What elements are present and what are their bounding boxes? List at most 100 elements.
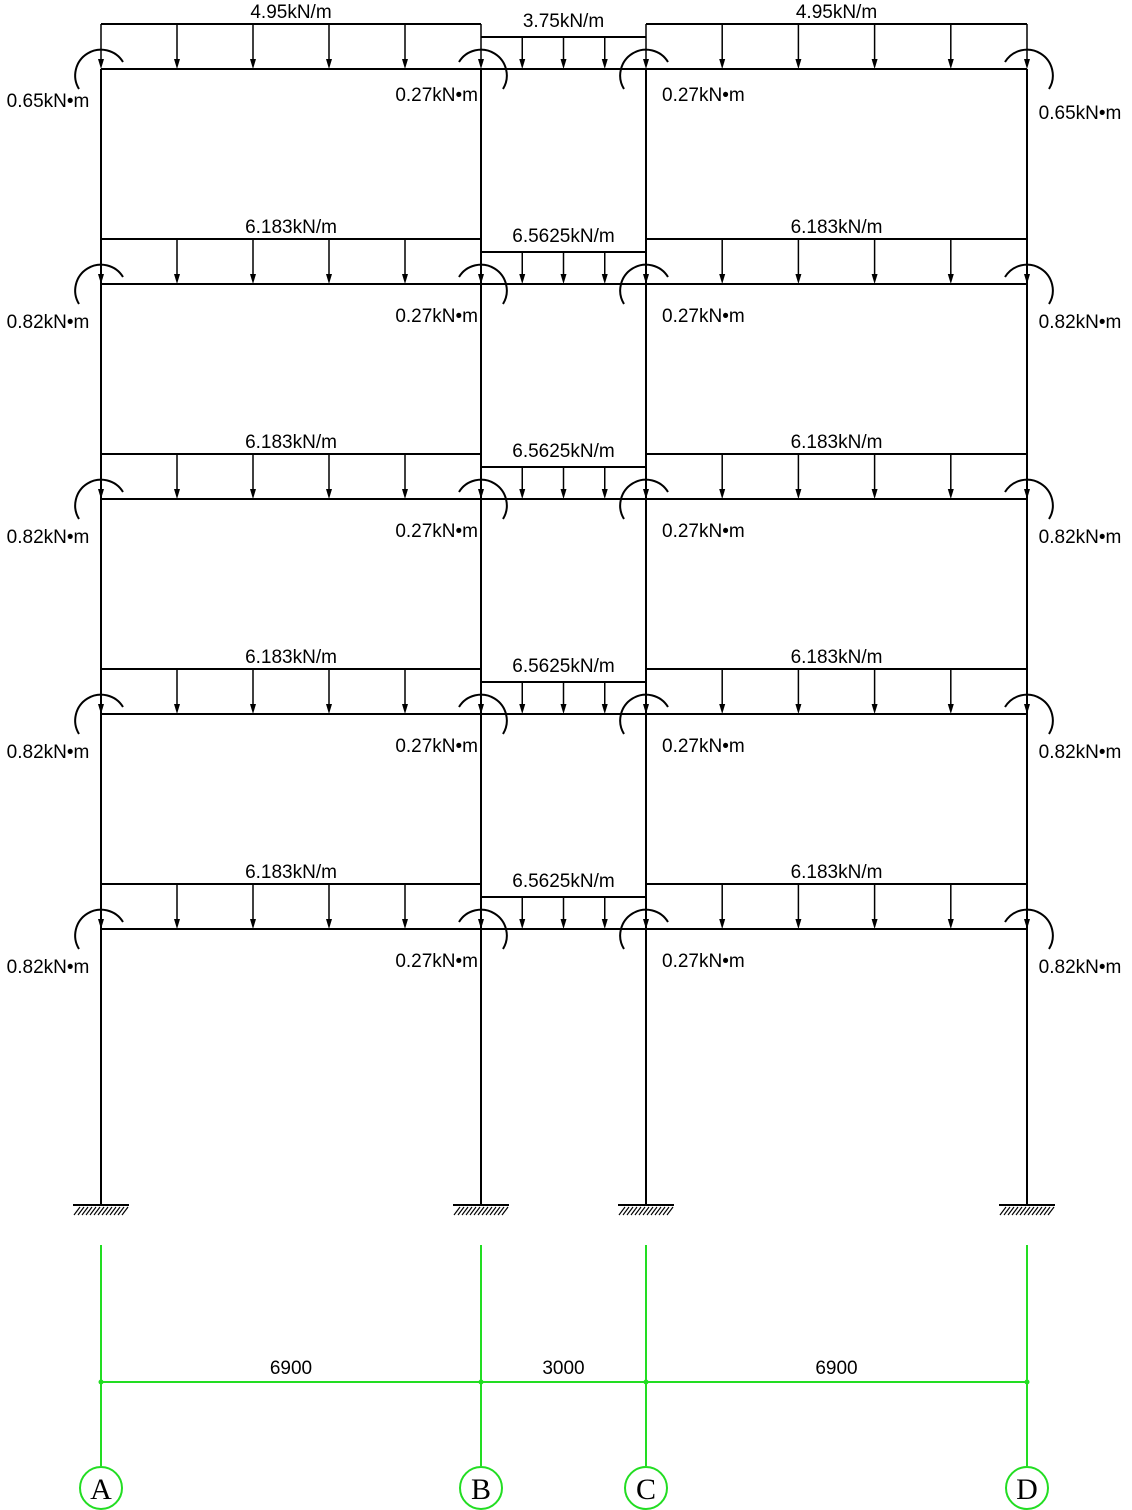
support-hatch xyxy=(1027,1206,1035,1216)
side-load-label: 6.183kN/m xyxy=(791,217,883,238)
load-arrowhead xyxy=(601,274,608,284)
load-arrowhead xyxy=(795,489,802,499)
support-hatch xyxy=(1039,1206,1047,1216)
support-hatch xyxy=(101,1206,109,1216)
load-arrowhead xyxy=(326,919,332,929)
moment-label-C: 0.27kN•m xyxy=(662,306,745,327)
support-hatch xyxy=(117,1206,125,1216)
support-hatch xyxy=(1003,1206,1011,1216)
moment-label-A: 0.82kN•m xyxy=(7,312,90,333)
moment-arc-icon xyxy=(74,478,124,520)
load-arrowhead xyxy=(643,59,649,69)
load-arrowhead xyxy=(519,274,526,284)
load-arrowhead xyxy=(947,274,954,284)
load-arrowhead xyxy=(560,704,567,714)
load-arrowhead xyxy=(560,489,567,499)
support-hatch xyxy=(113,1206,121,1216)
side-load-label: 6.183kN/m xyxy=(791,647,883,668)
support-hatch xyxy=(497,1206,505,1216)
moment-arc-icon xyxy=(1004,693,1054,735)
moment-label-C: 0.27kN•m xyxy=(662,736,745,757)
moment-arc-icon xyxy=(619,48,669,90)
load-arrowhead xyxy=(326,704,332,714)
load-arrowhead xyxy=(719,274,726,284)
moment-label-A: 0.82kN•m xyxy=(7,527,90,548)
moment-label-D: 0.82kN•m xyxy=(1039,957,1122,978)
load-arrowhead xyxy=(402,489,408,499)
dimension-label: 6900 xyxy=(815,1358,857,1379)
support-hatch xyxy=(1007,1206,1015,1216)
load-arrowhead xyxy=(560,919,567,929)
load-arrowhead xyxy=(250,489,256,499)
moment-arc-icon xyxy=(458,478,508,520)
support-hatch xyxy=(1011,1206,1019,1216)
support-hatch xyxy=(73,1206,81,1216)
support-hatch xyxy=(1019,1206,1027,1216)
load-arrowhead xyxy=(519,489,526,499)
load-arrowhead xyxy=(250,704,256,714)
support-hatch xyxy=(105,1206,113,1216)
support-hatch xyxy=(89,1206,97,1216)
axis-label-D: D xyxy=(1016,1473,1038,1506)
side-load-label: 4.95kN/m xyxy=(796,2,877,23)
moment-arc-icon xyxy=(1004,478,1054,520)
side-load-label: 6.183kN/m xyxy=(245,647,337,668)
load-arrowhead xyxy=(174,704,180,714)
side-load-label: 6.183kN/m xyxy=(791,862,883,883)
moment-arc-icon xyxy=(1004,263,1054,305)
load-arrowhead xyxy=(947,59,954,69)
load-arrowhead xyxy=(947,489,954,499)
side-load-label: 4.95kN/m xyxy=(250,2,331,23)
support-hatch xyxy=(618,1206,626,1216)
load-arrowhead xyxy=(402,274,408,284)
load-arrowhead xyxy=(250,59,256,69)
axis-bubble-C xyxy=(624,1466,668,1510)
load-arrowhead xyxy=(478,704,484,714)
mid-load-label: 6.5625kN/m xyxy=(512,441,614,462)
support-hatch xyxy=(493,1206,501,1216)
support-hatch xyxy=(634,1206,642,1216)
support-hatch xyxy=(81,1206,89,1216)
load-arrowhead xyxy=(1024,919,1030,929)
moment-arc-icon xyxy=(619,908,669,950)
load-arrowhead xyxy=(478,919,484,929)
load-arrowhead xyxy=(871,489,878,499)
moment-label-B: 0.27kN•m xyxy=(395,306,478,327)
load-arrowhead xyxy=(795,59,802,69)
support-hatch xyxy=(97,1206,105,1216)
load-arrowhead xyxy=(947,704,954,714)
load-arrowhead xyxy=(326,274,332,284)
load-arrowhead xyxy=(174,919,180,929)
support-hatch xyxy=(1047,1206,1055,1216)
load-arrowhead xyxy=(402,919,408,929)
load-arrowhead xyxy=(326,59,332,69)
load-arrowhead xyxy=(719,704,726,714)
support-hatch xyxy=(77,1206,85,1216)
moment-label-B: 0.27kN•m xyxy=(395,951,478,972)
moment-label-B: 0.27kN•m xyxy=(395,736,478,757)
support-hatch xyxy=(501,1206,509,1216)
support-hatch xyxy=(658,1206,666,1216)
support-hatch xyxy=(626,1206,634,1216)
load-arrowhead xyxy=(98,704,104,714)
load-arrowhead xyxy=(643,274,649,284)
axis-label-C: C xyxy=(636,1473,656,1506)
load-arrowhead xyxy=(519,704,526,714)
load-arrowhead xyxy=(519,59,526,69)
load-arrowhead xyxy=(795,704,802,714)
moment-arc-icon xyxy=(74,693,124,735)
moment-arc-icon xyxy=(74,48,124,90)
load-arrowhead xyxy=(795,274,802,284)
support-hatch xyxy=(622,1206,630,1216)
load-arrowhead xyxy=(795,919,802,929)
moment-arc-icon xyxy=(458,908,508,950)
moment-label-D: 0.82kN•m xyxy=(1039,742,1122,763)
mid-load-label: 6.5625kN/m xyxy=(512,226,614,247)
dimension-label: 6900 xyxy=(270,1358,312,1379)
support-hatch xyxy=(489,1206,497,1216)
load-arrowhead xyxy=(643,704,649,714)
moment-arc-icon xyxy=(74,908,124,950)
support-hatch xyxy=(477,1206,485,1216)
load-arrowhead xyxy=(98,274,104,284)
